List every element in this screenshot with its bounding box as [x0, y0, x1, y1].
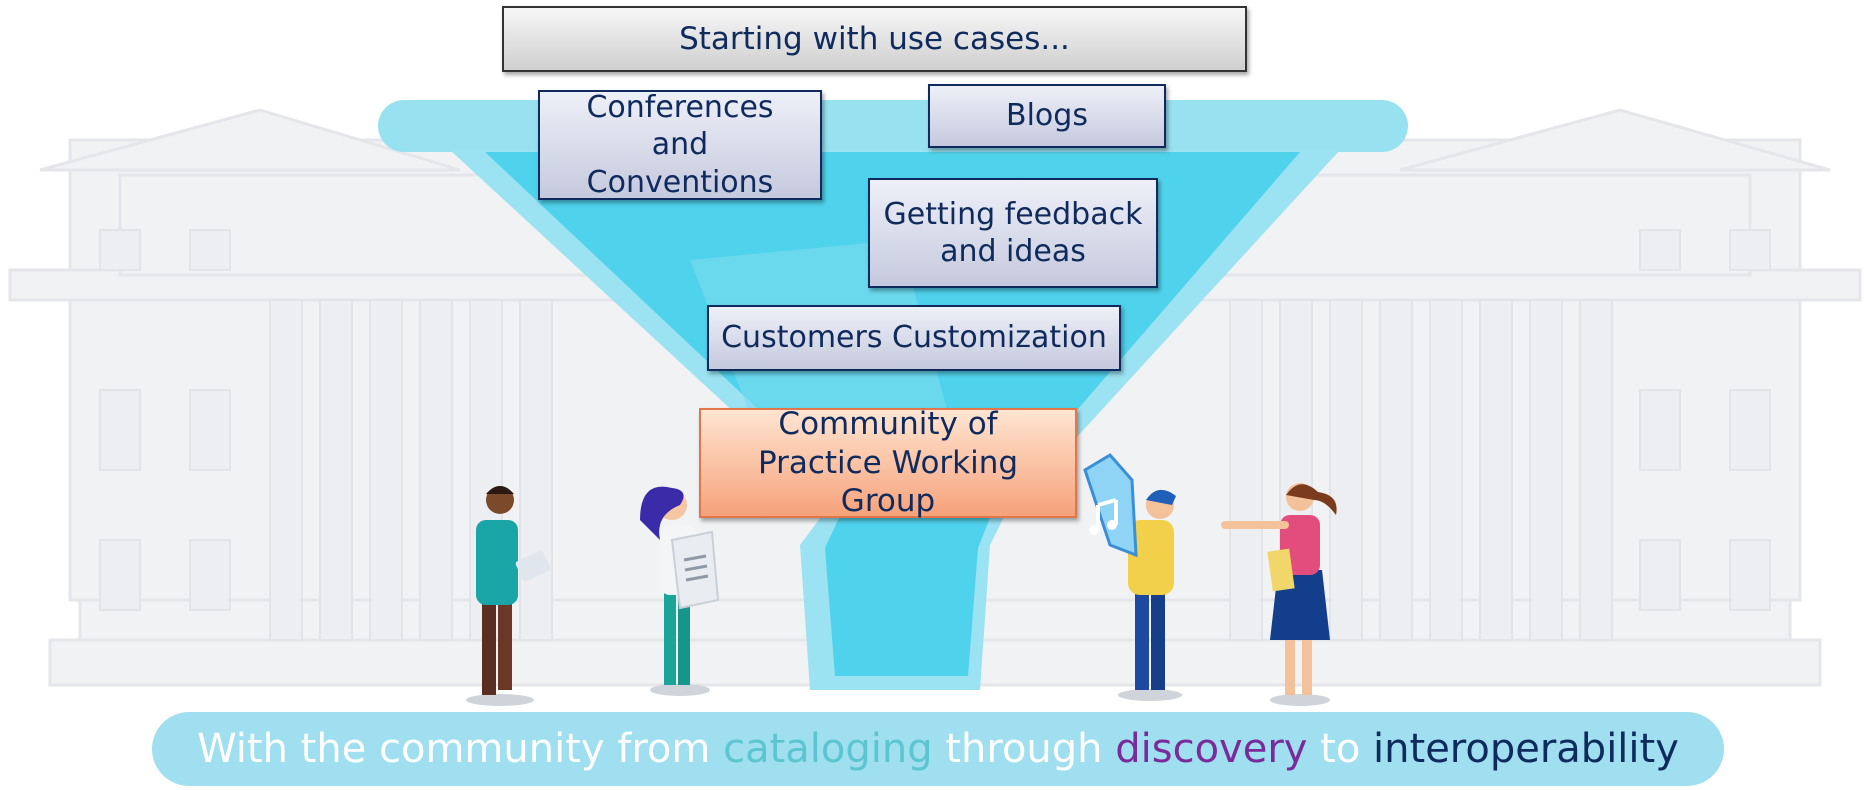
use-case-label: Blogs — [1006, 98, 1088, 134]
person-man-with-tablet — [466, 486, 551, 706]
use-case-label: Getting feedback and ideas — [883, 196, 1143, 270]
person-woman-with-document — [640, 486, 720, 696]
use-case-label: Conferences and Conventions — [586, 89, 774, 200]
banner-part-interoperability: interoperability — [1373, 726, 1679, 772]
use-case-blogs: Blogs — [928, 84, 1166, 148]
use-cases-header: Starting with use cases... — [502, 6, 1247, 72]
banner-part-discovery: discovery — [1115, 726, 1308, 772]
person-man-with-music-file — [1083, 453, 1182, 701]
use-case-customization: Customers Customization — [707, 305, 1121, 371]
use-case-label: Customers Customization — [721, 320, 1107, 356]
use-case-feedback: Getting feedback and ideas — [868, 178, 1158, 288]
person-woman-pointing — [1221, 483, 1337, 706]
use-case-label: Community of Practice Working Group — [757, 405, 1019, 520]
use-case-conferences: Conferences and Conventions — [538, 90, 822, 200]
banner-part-cataloging: cataloging — [723, 726, 933, 772]
mission-banner: With the community from cataloging throu… — [152, 712, 1724, 786]
banner-part-1: With the community from — [197, 726, 724, 772]
use-case-community-of-practice: Community of Practice Working Group — [699, 405, 1077, 520]
banner-part-5: to — [1307, 726, 1374, 772]
document-icon — [670, 530, 720, 610]
banner-part-3: through — [932, 726, 1116, 772]
use-cases-header-text: Starting with use cases... — [679, 20, 1070, 57]
music-note-icon — [1083, 453, 1138, 558]
